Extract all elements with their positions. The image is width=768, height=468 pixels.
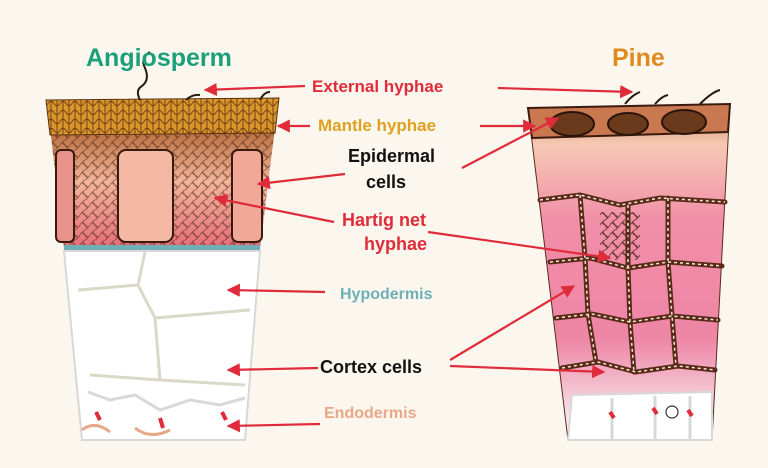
label-endodermis: Endodermis bbox=[324, 405, 417, 422]
title-pine: Pine bbox=[612, 44, 665, 72]
label-mantle-hyphae: Mantle hyphae bbox=[318, 116, 436, 135]
label-hartig-line1: Hartig net bbox=[342, 210, 426, 230]
label-epidermal-line2: cells bbox=[366, 172, 406, 192]
label-cortex-cells: Cortex cells bbox=[320, 357, 422, 377]
label-hartig-line2: hyphae bbox=[364, 234, 427, 254]
label-epidermal-line1: Epidermal bbox=[348, 146, 435, 166]
label-hypodermis: Hypodermis bbox=[340, 286, 433, 303]
angiosperm-root-section bbox=[46, 52, 279, 440]
title-angiosperm: Angiosperm bbox=[86, 44, 232, 72]
label-external-hyphae: External hyphae bbox=[312, 77, 443, 96]
